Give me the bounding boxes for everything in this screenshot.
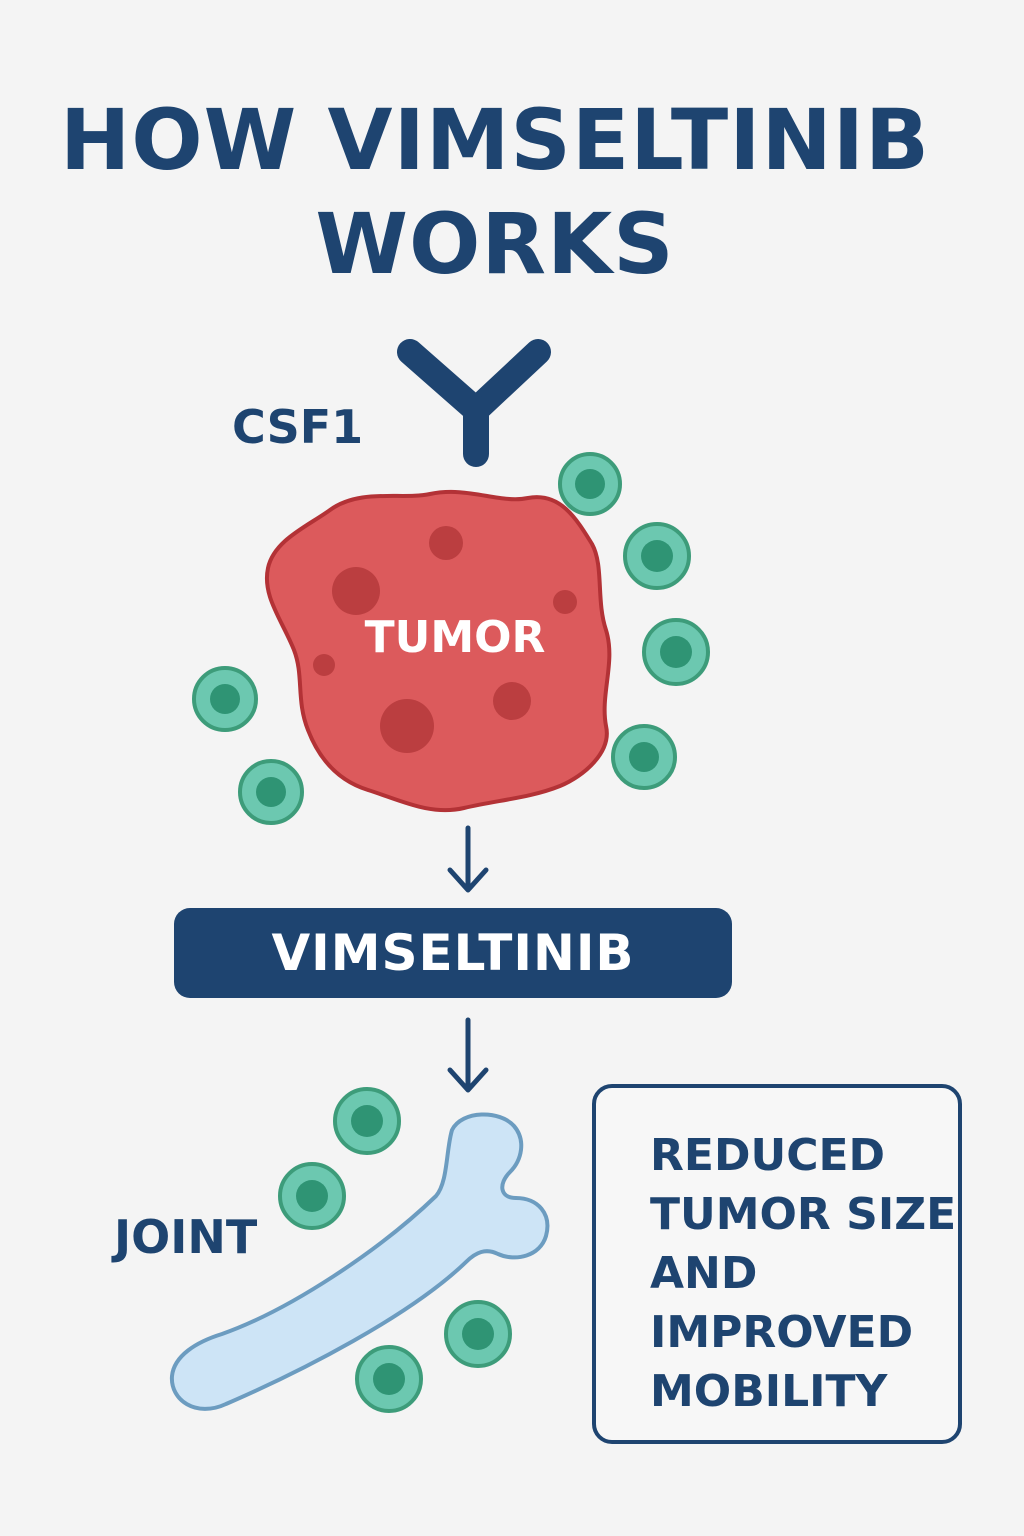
tumor-label: TUMOR xyxy=(364,612,546,663)
outcome-line: MOBILITY xyxy=(650,1366,888,1417)
outcome-line: AND xyxy=(650,1248,758,1299)
joint-label: JOINT xyxy=(114,1210,258,1264)
tumor-blob-icon xyxy=(264,489,612,813)
bone-icon xyxy=(169,1112,550,1411)
macrophage-cell-icon xyxy=(278,1162,346,1230)
outcome-line: TUMOR SIZE xyxy=(650,1189,957,1240)
vimseltinib-label: VIMSELTINIB xyxy=(271,924,635,982)
csf1-label: CSF1 xyxy=(232,400,364,454)
outcome-line: IMPROVED xyxy=(650,1307,914,1358)
macrophage-cell-icon xyxy=(642,618,710,686)
macrophage-cell-icon xyxy=(333,1087,401,1155)
outcome-line: REDUCED xyxy=(650,1130,886,1181)
title-line-2: WORKS xyxy=(315,195,675,293)
down-arrow-icon xyxy=(447,825,489,893)
page-title: HOW VIMSELTINIB WORKS xyxy=(0,88,990,296)
macrophage-cell-icon xyxy=(611,724,677,790)
down-arrow-icon xyxy=(447,1017,489,1093)
macrophage-cell-icon xyxy=(623,522,691,590)
outcome-text: REDUCED TUMOR SIZE AND IMPROVED MOBILITY xyxy=(650,1126,970,1421)
vimseltinib-bar: VIMSELTINIB xyxy=(174,908,732,998)
outcome-box: REDUCED TUMOR SIZE AND IMPROVED MOBILITY xyxy=(592,1084,962,1444)
macrophage-cell-icon xyxy=(558,452,622,516)
csf1-y-receptor-icon xyxy=(397,339,551,467)
macrophage-cell-icon xyxy=(192,666,258,732)
macrophage-cell-icon xyxy=(355,1345,423,1413)
macrophage-cell-icon xyxy=(444,1300,512,1368)
title-line-1: HOW VIMSELTINIB xyxy=(59,91,931,189)
macrophage-cell-icon xyxy=(238,759,304,825)
